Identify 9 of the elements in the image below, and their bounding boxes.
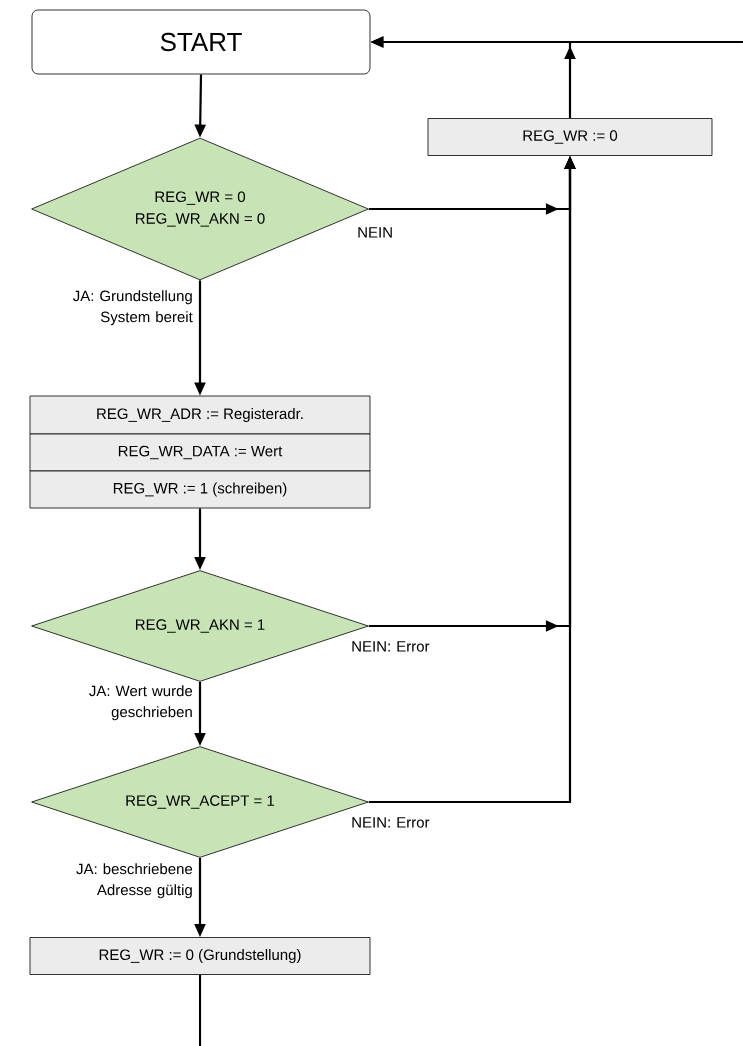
process-box: REG_WR_ADR := Registeradr. [29,395,371,435]
start-box: START [31,9,371,75]
edge-label: JA: Wert wurde geschrieben [89,685,193,721]
process-box: REG_WR := 0 (Grundstellung) [29,937,371,975]
process-box: REG_WR := 1 (schreiben) [29,470,371,509]
process-box: REG_WR := 0 [427,118,713,156]
edge-label: JA: beschriebene Adresse gültig [76,863,193,899]
process-box: REG_WR_DATA := Wert [29,433,371,472]
edge-label: JA: Grundstellung System bereit [72,290,193,326]
